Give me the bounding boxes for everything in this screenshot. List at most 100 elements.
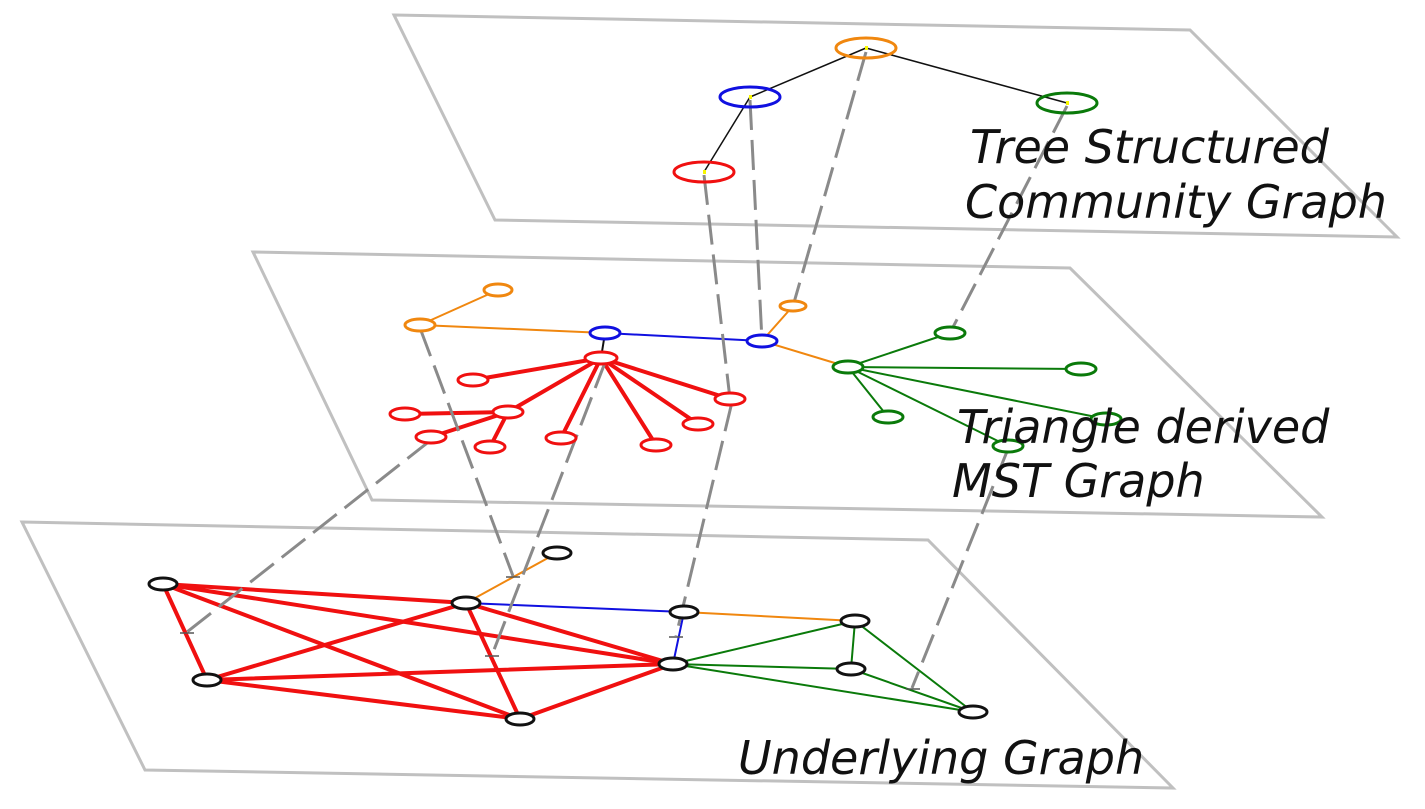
tree-plane [391, 13, 1401, 239]
edge-blue [604, 332, 763, 342]
tree-node-centers [703, 46, 1069, 174]
edge-green [854, 620, 974, 713]
edge-red [518, 662, 675, 721]
edge-green [850, 668, 974, 713]
connector-line [674, 401, 734, 637]
underlying-node [147, 576, 179, 592]
node-center-dot [865, 46, 868, 50]
edge-red [464, 601, 522, 721]
edge-red [161, 582, 468, 605]
edge-orange [761, 340, 849, 368]
connector-line [702, 174, 732, 400]
edge-red [599, 356, 658, 447]
mst-node-red [456, 372, 490, 388]
mst-node-red [583, 350, 619, 366]
node-center-dot [1066, 101, 1069, 105]
edge-orange [683, 611, 856, 622]
connector-line [186, 438, 432, 634]
mst-node-blue [588, 325, 622, 341]
underlying-nodes [147, 545, 989, 727]
edge-red [464, 601, 675, 666]
node-center-dot [703, 170, 706, 174]
edge-orange [465, 552, 558, 604]
mst-node-orange [778, 299, 808, 313]
connector-line [418, 327, 515, 577]
tree-node-red [672, 160, 736, 184]
tree-node-orange [834, 36, 898, 60]
connector-line [791, 51, 868, 307]
mst-node-green [1089, 411, 1123, 427]
underlying-node [835, 661, 867, 677]
underlying-node [504, 711, 536, 727]
mst-node-red [491, 404, 525, 420]
edge-black [703, 96, 751, 173]
connector-line [748, 99, 764, 342]
mst-node-red [388, 406, 422, 422]
mst-plane [250, 250, 1326, 519]
underlying-node [191, 672, 223, 688]
edge-red [205, 678, 522, 721]
connector-line [910, 448, 1010, 689]
mst-node-red [681, 416, 715, 432]
mst-node-green [871, 409, 905, 425]
edge-red [471, 356, 603, 382]
connector-ticks [180, 576, 920, 690]
node-center-dot [749, 95, 752, 99]
edge-blue [672, 611, 685, 665]
mst-node-green [1064, 361, 1098, 377]
underlying-node [450, 595, 482, 611]
underlying-node [541, 545, 573, 561]
mst-node-green [831, 359, 865, 375]
edge-green [847, 366, 1107, 420]
mst-node-green [991, 438, 1025, 454]
tree-layer-subtitle: Community Graph [965, 175, 1387, 229]
edge-red [161, 582, 209, 682]
edge-black [865, 47, 1068, 104]
underlying-node [657, 656, 689, 672]
underlying-node [839, 613, 871, 629]
mst-node-green [933, 325, 967, 341]
mst-layer-title: Triangle derived [957, 400, 1330, 454]
edge-orange [419, 289, 499, 326]
edge-red [403, 410, 510, 416]
edge-red [205, 662, 675, 682]
edge-red [506, 356, 603, 414]
mst-node-red [713, 391, 747, 407]
mst-node-orange [403, 317, 437, 333]
mst-node-orange [482, 282, 514, 298]
edge-green [850, 620, 856, 670]
underlying-edges [161, 552, 974, 721]
layer-labels: Tree Structured Community Graph Triangle… [738, 120, 1387, 785]
edge-red [161, 582, 675, 666]
mst-node-red [544, 430, 578, 446]
mst-node-red [414, 429, 448, 445]
edge-red [599, 356, 700, 426]
mst-node-red [473, 439, 507, 455]
edge-green [847, 366, 1009, 447]
connector-line [490, 359, 608, 656]
edge-red [161, 582, 522, 721]
edge-red [599, 356, 732, 401]
mst-node-blue [745, 333, 779, 349]
underlying-node [668, 604, 700, 620]
mst-nodes [388, 282, 1123, 455]
edge-red [205, 601, 468, 682]
mst-node-red [639, 437, 673, 453]
edge-green [672, 663, 974, 713]
edge-green [847, 332, 951, 368]
tree-nodes [672, 36, 1099, 184]
edge-green [847, 366, 889, 418]
tree-node-green [1035, 91, 1099, 115]
underlying-plane [19, 520, 1177, 790]
mst-layer-subtitle: MST Graph [952, 454, 1205, 508]
edge-red [559, 356, 603, 440]
connector-line [948, 105, 1069, 334]
tree-layer-title: Tree Structured [970, 120, 1330, 174]
tree-node-blue [718, 85, 782, 109]
edge-green [672, 620, 856, 665]
connectors [186, 51, 1069, 689]
edge-blue [465, 602, 685, 613]
underlying-layer-title: Underlying Graph [738, 731, 1144, 785]
underlying-node [957, 704, 989, 720]
